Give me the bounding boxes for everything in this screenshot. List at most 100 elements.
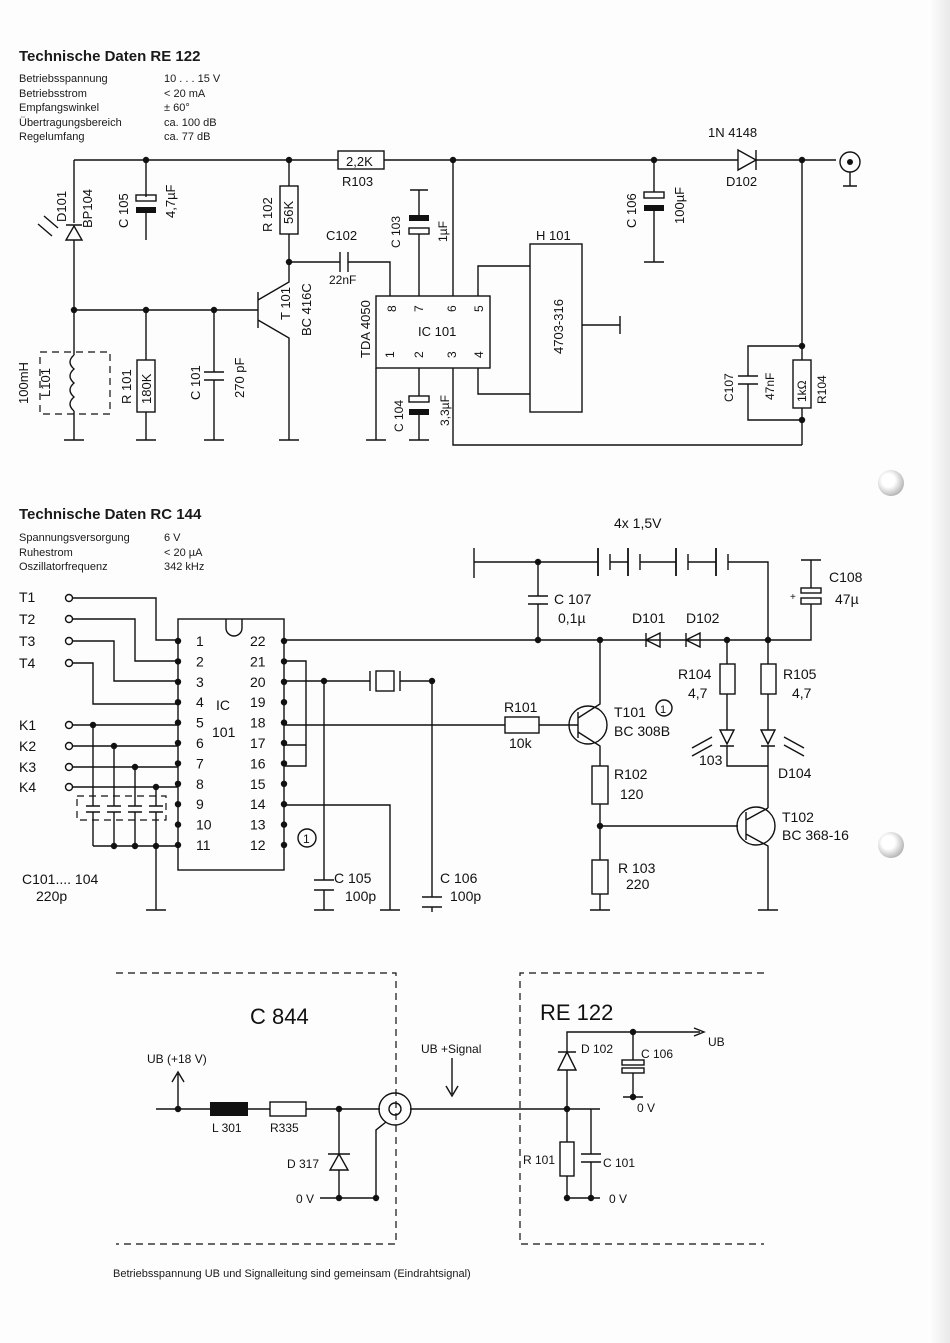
coax-shield-wire — [375, 1121, 387, 1198]
tda4050-label: TDA 4050 — [358, 300, 373, 358]
d101-label: D101 — [54, 191, 69, 222]
c103-value: 1µF — [436, 221, 450, 242]
spec-key: Empfangswinkel — [19, 102, 100, 114]
r101-resistor — [504, 716, 540, 734]
c105-label: C 105 — [116, 193, 131, 228]
c107-capacitor — [738, 375, 758, 385]
ic-pin-label: 19 — [250, 694, 266, 710]
pin-4: 4 — [472, 351, 486, 358]
ub18-label: UB (+18 V) — [147, 1052, 207, 1066]
r103-resistor — [337, 150, 385, 170]
junction-dot — [142, 306, 150, 314]
r102-label: R102 — [614, 766, 648, 782]
bottom-block-diagram: C 844 RE 122 UB (+18 V) L 301 R335 D 317… — [116, 972, 764, 1245]
spec-value: ca. 77 dB — [164, 131, 211, 143]
l301-label: L 301 — [212, 1121, 242, 1135]
ic-pin-label: 4 — [196, 694, 204, 710]
junction-dot — [798, 342, 806, 350]
c101-104-bottom-wires — [92, 812, 178, 911]
r104-label: R104 — [815, 375, 829, 404]
d103-label: 103 — [699, 752, 723, 768]
r102-resistor — [591, 765, 609, 805]
c105-c106-caps — [314, 879, 442, 912]
battery-label: 4x 1,5V — [614, 515, 662, 531]
d317-diode — [328, 1109, 376, 1199]
ic-pin-dot — [174, 678, 182, 685]
r102-value: 120 — [620, 786, 644, 802]
r102-label: R 102 — [260, 197, 275, 232]
c108-plate-bottom — [800, 597, 822, 605]
pin-7: 7 — [412, 305, 426, 312]
t101-label: T 101 — [278, 287, 293, 320]
d101-label: D101 — [632, 610, 666, 626]
spec-value: 10 . . . 15 V — [164, 73, 221, 85]
pin-8: 8 — [385, 305, 399, 312]
c105-label: C 105 — [334, 870, 372, 886]
ic-pin-label: 11 — [196, 837, 211, 853]
r103-value: 220 — [626, 876, 650, 892]
ic-pin-label: 12 — [250, 837, 266, 853]
battery-wires — [473, 548, 769, 640]
l301-inductor — [210, 1102, 248, 1116]
ic-pin-label: 5 — [196, 715, 204, 731]
t102-leads — [745, 807, 778, 911]
h101-label: H 101 — [536, 228, 571, 243]
c107-value: 0,1µ — [558, 610, 586, 626]
ic-pin-label: 16 — [250, 755, 266, 771]
junction-dot — [142, 156, 150, 164]
h101-box — [529, 243, 583, 413]
rc144-junctions — [89, 558, 772, 850]
d102-label: D102 — [686, 610, 720, 626]
c101-104-value: 220p — [36, 888, 67, 904]
t-input-wires — [73, 597, 178, 705]
r104-value: 4,7 — [688, 685, 708, 701]
ic-number: 101 — [212, 724, 236, 740]
ov-label-c106: 0 V — [637, 1101, 655, 1115]
spec-value: 6 V — [164, 532, 181, 544]
spec-key: Betriebsspannung — [19, 73, 108, 85]
note-circle-1-text: 1 — [303, 832, 310, 846]
spec-key: Übertragungsbereich — [19, 116, 122, 129]
t101-note-circle — [655, 699, 673, 717]
c106-label: C 106 — [624, 193, 639, 228]
junction-dot — [449, 156, 457, 164]
ic-pin-dot — [174, 719, 182, 726]
d102-label: D102 — [726, 174, 757, 189]
ic-pin-dot — [174, 637, 182, 645]
h101-value: 4703-316 — [551, 299, 566, 354]
r105-label: R105 — [783, 666, 817, 682]
c103-plate-top — [409, 215, 429, 221]
r101-label: R101 — [504, 699, 538, 715]
l101-label: L101 — [38, 368, 53, 397]
ic-pin-dot — [174, 699, 182, 706]
pin-6: 6 — [445, 305, 459, 312]
c106-wire — [644, 160, 664, 263]
ic-pin-label: 15 — [250, 776, 266, 792]
c107-capacitor — [528, 562, 548, 640]
d102-diode — [556, 1027, 706, 1109]
c102-wire — [289, 261, 391, 296]
c106-plate-top — [621, 1059, 645, 1066]
r104-resistor — [719, 663, 736, 695]
ic-pin-dot — [174, 841, 182, 849]
r101-value: 10k — [509, 735, 533, 751]
c105-plate-top — [135, 194, 157, 202]
spec-key: Betriebsstrom — [19, 87, 87, 100]
r105-resistor — [760, 663, 777, 695]
c105-value: 4,7µF — [163, 184, 178, 218]
r101-label: R 101 — [523, 1153, 555, 1167]
k3-label: K3 — [19, 759, 36, 775]
ic-h101-wires — [477, 265, 530, 395]
junction-dot — [650, 156, 658, 164]
ic-pin-label: 21 — [250, 653, 266, 669]
c107-wire — [747, 345, 802, 421]
pin-3: 3 — [445, 351, 459, 358]
ic-pin-dot — [174, 801, 182, 808]
